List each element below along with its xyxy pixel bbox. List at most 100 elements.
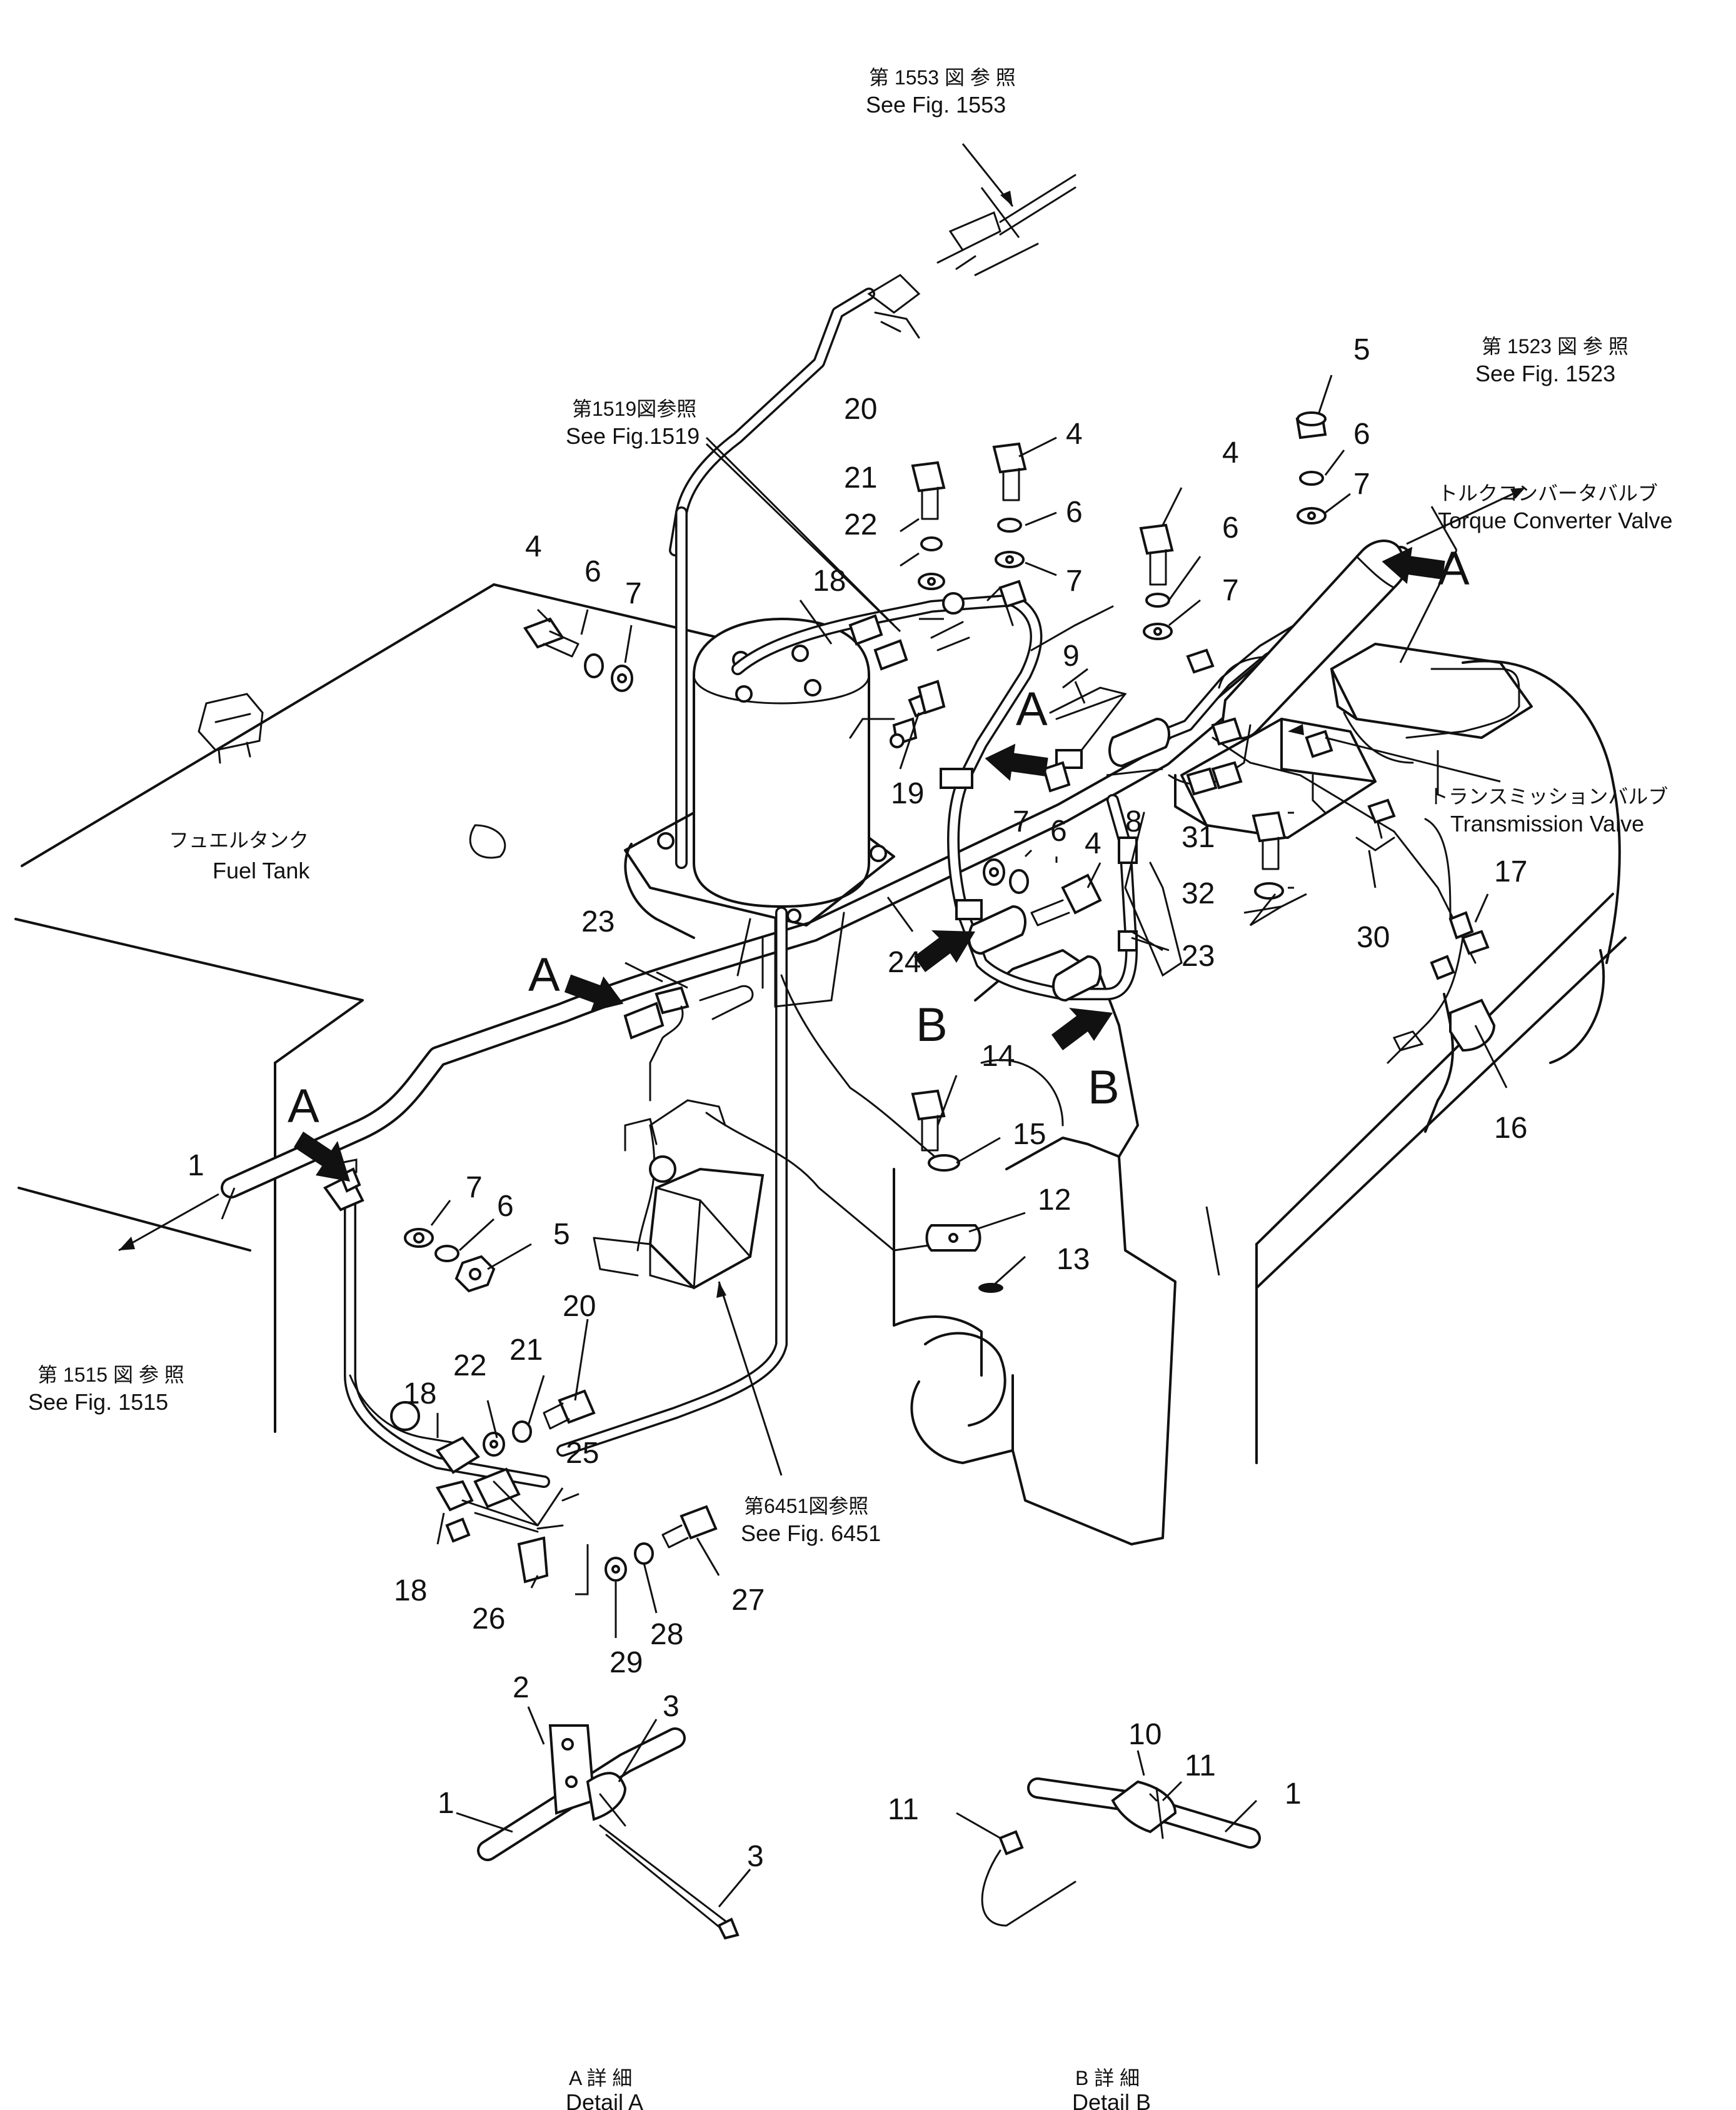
view-marker-a: A: [288, 1080, 319, 1133]
view-marker-a: A: [1438, 542, 1470, 595]
ref-6451-en: See Fig. 6451: [741, 1520, 881, 1546]
callout-number: 4: [1222, 436, 1239, 470]
upper-harness: [669, 143, 1076, 869]
callout-number: 16: [1494, 1112, 1527, 1145]
callout-number: 20: [563, 1290, 596, 1323]
view-marker-b: B: [1088, 1061, 1120, 1114]
callout-number: 3: [663, 1690, 680, 1723]
callout-number: 5: [1353, 333, 1370, 366]
callout-number: 28: [650, 1618, 683, 1651]
callout-number: 30: [1357, 921, 1390, 954]
label-transmission-valve-en: Transmission Valve: [1450, 811, 1644, 836]
main-harness-pipe: [118, 546, 1411, 1252]
callout-number: 3: [747, 1840, 764, 1873]
label-fuel-tank-jp: フュエルタンク: [169, 829, 309, 852]
label-transmission-valve-jp: トランスミッションバルブ: [1428, 785, 1668, 808]
callout-number: 12: [1038, 1183, 1071, 1217]
detail-a-caption-en: Detail A: [566, 2089, 643, 2110]
callout-number: 15: [1013, 1118, 1046, 1151]
filter-canister: [624, 617, 895, 939]
hardware-parts: [404, 411, 1490, 1582]
callout-number: 7: [466, 1171, 483, 1204]
callout-number: 19: [891, 777, 924, 810]
fuel-tank-outline: [14, 583, 720, 1433]
view-marker-a: A: [528, 948, 560, 1002]
callout-number: 26: [472, 1602, 505, 1635]
callout-number: 18: [403, 1377, 436, 1410]
ref-1515-en: See Fig. 1515: [28, 1389, 168, 1415]
callout-number: 18: [394, 1574, 427, 1607]
callout-number: 21: [844, 461, 877, 495]
callout-number: 29: [610, 1646, 643, 1679]
callout-number: 6: [1353, 418, 1370, 451]
callout-number: 11: [1185, 1749, 1216, 1782]
engine-block-outline: [893, 660, 1627, 1545]
callout-number: 7: [1013, 805, 1030, 838]
callout-number: 22: [844, 508, 877, 541]
ref-1519-en: See Fig.1519: [566, 423, 700, 449]
callout-number: 4: [1085, 827, 1101, 860]
callout-number: 14: [981, 1040, 1015, 1073]
callout-number: 23: [1182, 940, 1215, 973]
callout-number: 22: [453, 1349, 486, 1382]
ref-1515-jp: 第 1515 図 参 照: [38, 1364, 184, 1386]
callout-number: 5: [553, 1218, 570, 1251]
label-fuel-tank-en: Fuel Tank: [213, 858, 310, 883]
callout-number: 9: [1063, 640, 1080, 673]
callout-number: 1: [438, 1787, 454, 1820]
callout-number: 4: [525, 530, 542, 563]
harness-branches: [344, 907, 951, 1488]
callout-number: 7: [1353, 468, 1370, 501]
callout-number: 6: [1066, 496, 1083, 529]
leader-lines: [221, 374, 1525, 1638]
callout-number: 7: [1066, 565, 1083, 598]
callout-number: 25: [566, 1437, 599, 1470]
callout-number: 18: [813, 565, 846, 598]
ref-1553-jp: 第 1553 図 参 照: [869, 66, 1016, 89]
detail-b-caption-en: Detail B: [1072, 2089, 1151, 2110]
callout-number: 7: [625, 577, 642, 610]
label-torque-converter-valve-en: Torque Converter Valve: [1438, 508, 1673, 533]
view-arrows: [294, 546, 1445, 1182]
callout-number: 6: [585, 555, 601, 588]
callout-number: 10: [1128, 1718, 1162, 1751]
detail-a-drawing: [456, 1706, 751, 1940]
ref-1519-jp: 第1519図参照: [572, 398, 696, 420]
callout-number: 2: [513, 1671, 529, 1704]
callout-number: 23: [581, 905, 615, 938]
callout-number: 31: [1182, 821, 1215, 854]
ref-6451-jp: 第6451図参照: [744, 1495, 868, 1517]
detail-b-drawing: [956, 1750, 1261, 1927]
callout-number: 6: [1222, 511, 1239, 545]
callout-number: 7: [1222, 574, 1239, 607]
callout-number: 1: [188, 1149, 204, 1182]
view-marker-b: B: [916, 998, 948, 1052]
callout-number: 21: [509, 1334, 543, 1367]
callout-number: 13: [1056, 1243, 1090, 1276]
ref-1553-en: See Fig. 1553: [866, 92, 1006, 118]
callout-number: 1: [1285, 1777, 1302, 1811]
label-torque-converter-valve-jp: トルクコンバータバルブ: [1438, 482, 1658, 505]
bracket-panels: [774, 686, 1183, 1008]
pipe-clamps: [323, 761, 1455, 1212]
torque-converter-valve-shape: [1330, 643, 1533, 739]
detail-b-caption-jp: B 詳 細: [1075, 2067, 1140, 2089]
callout-number: 27: [731, 1584, 765, 1617]
ref-1523-jp: 第 1523 図 参 照: [1482, 335, 1628, 358]
callout-number: 6: [497, 1190, 514, 1223]
callout-number: 32: [1182, 877, 1215, 910]
callout-number: 17: [1494, 855, 1527, 888]
callout-number: 4: [1066, 418, 1083, 451]
callout-number: 20: [844, 393, 877, 426]
callout-number: 11: [888, 1793, 919, 1826]
view-marker-a: A: [1016, 683, 1048, 736]
lower-connectors: [349, 1374, 580, 1584]
callout-number: 8: [1125, 805, 1142, 838]
callout-number: 6: [1050, 815, 1067, 848]
detail-a-caption-jp: A 詳 細: [569, 2067, 632, 2089]
transmission-valve-shape: [1174, 718, 1377, 839]
ref-1523-en: See Fig. 1523: [1475, 361, 1615, 386]
callout-number: 24: [888, 946, 921, 979]
